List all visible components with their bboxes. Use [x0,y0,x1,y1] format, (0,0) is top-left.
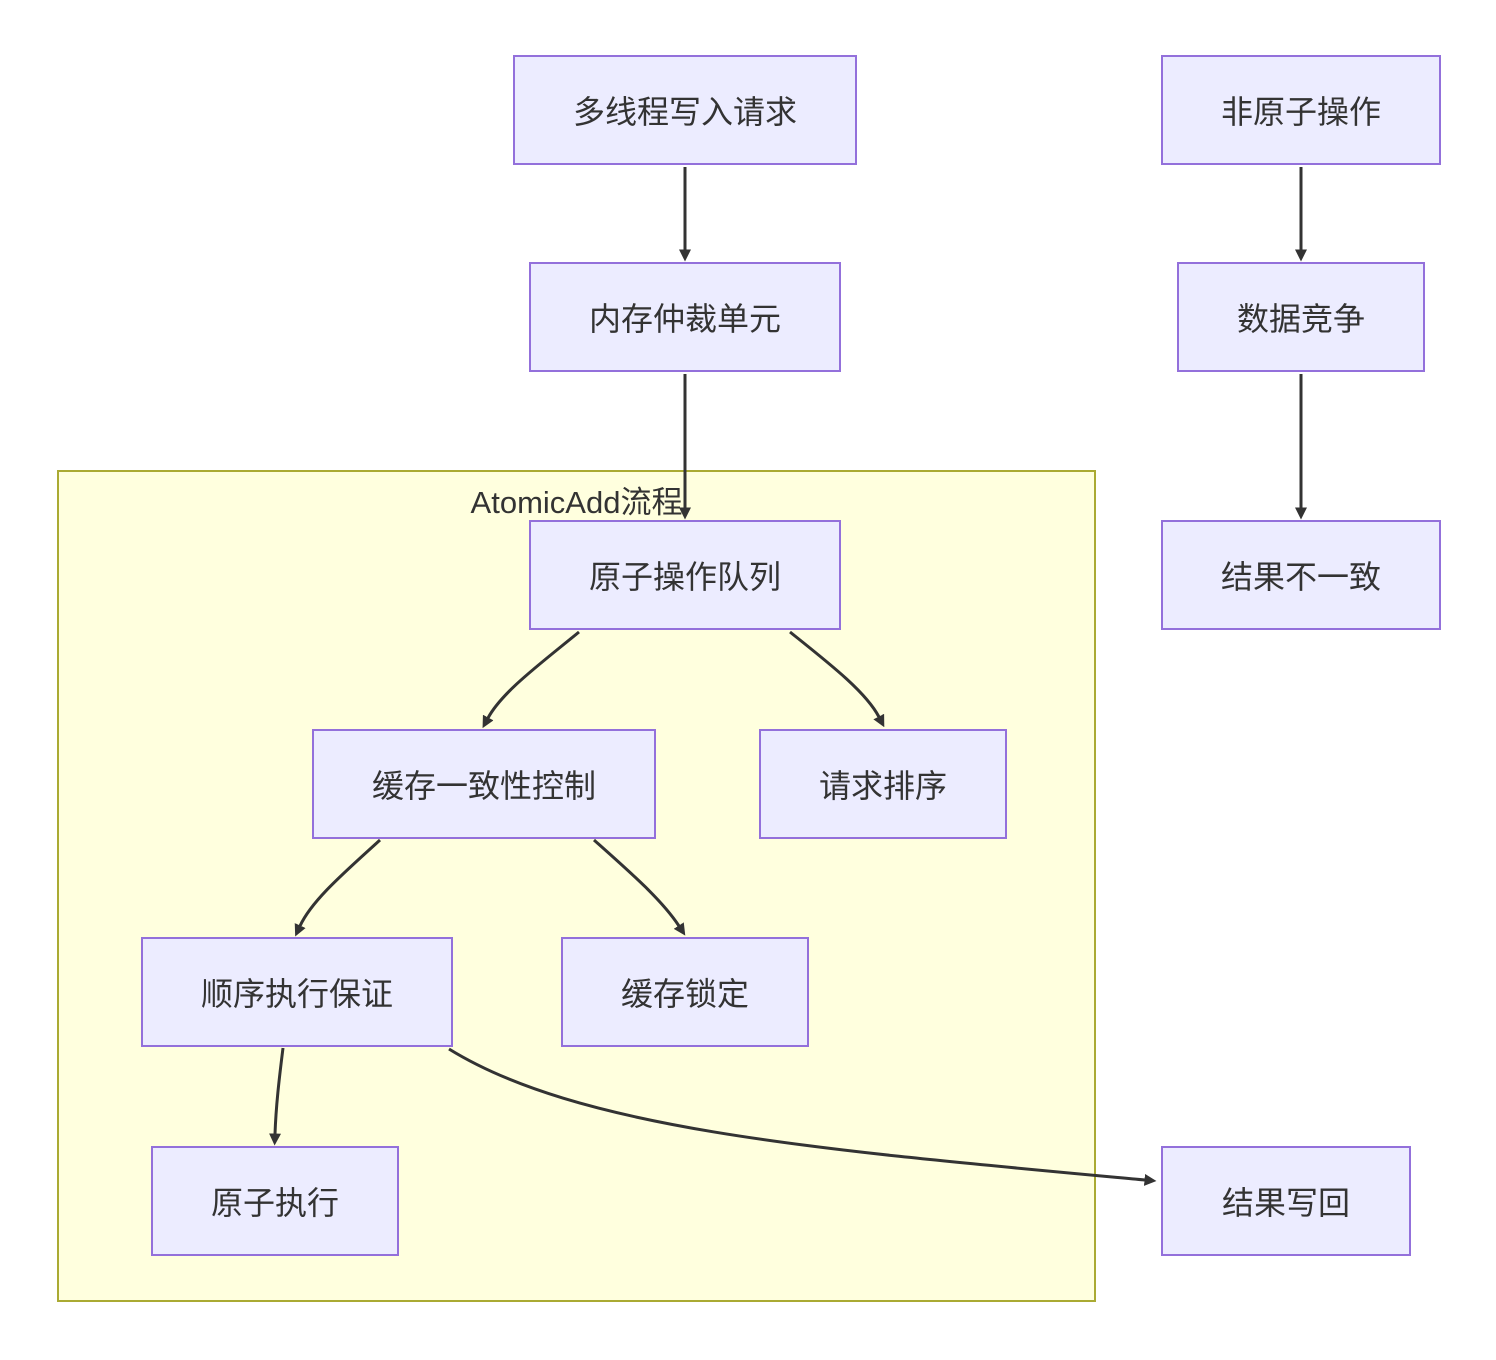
node-label: 非原子操作 [1220,94,1381,130]
node-label: 顺序执行保证 [200,976,393,1012]
node-label: 结果不一致 [1220,559,1381,595]
node-label: 结果写回 [1221,1185,1350,1221]
node-result-writeback: 结果写回 [1161,1146,1411,1256]
node-non-atomic-operation: 非原子操作 [1161,55,1441,165]
node-atomic-execution: 原子执行 [151,1146,399,1256]
node-atomic-operation-queue: 原子操作队列 [529,520,841,630]
node-cache-coherence-control: 缓存一致性控制 [312,729,656,839]
node-data-race: 数据竞争 [1177,262,1425,372]
node-label: 数据竞争 [1236,301,1365,337]
node-inconsistent-result: 结果不一致 [1161,520,1441,630]
node-label: 原子操作队列 [588,559,781,595]
node-label: 缓存一致性控制 [371,768,596,804]
node-label: 多线程写入请求 [572,94,797,130]
node-sequential-execution-guarantee: 顺序执行保证 [141,937,453,1047]
node-memory-arbiter-unit: 内存仲裁单元 [529,262,841,372]
node-label: 原子执行 [210,1185,339,1221]
node-request-ordering: 请求排序 [759,729,1007,839]
cluster-title: AtomicAdd流程 [470,485,683,520]
node-multi-thread-write-request: 多线程写入请求 [513,55,857,165]
node-label: 缓存锁定 [620,976,749,1012]
node-label: 请求排序 [818,768,947,804]
node-cache-lock: 缓存锁定 [561,937,809,1047]
node-label: 内存仲裁单元 [588,301,781,337]
